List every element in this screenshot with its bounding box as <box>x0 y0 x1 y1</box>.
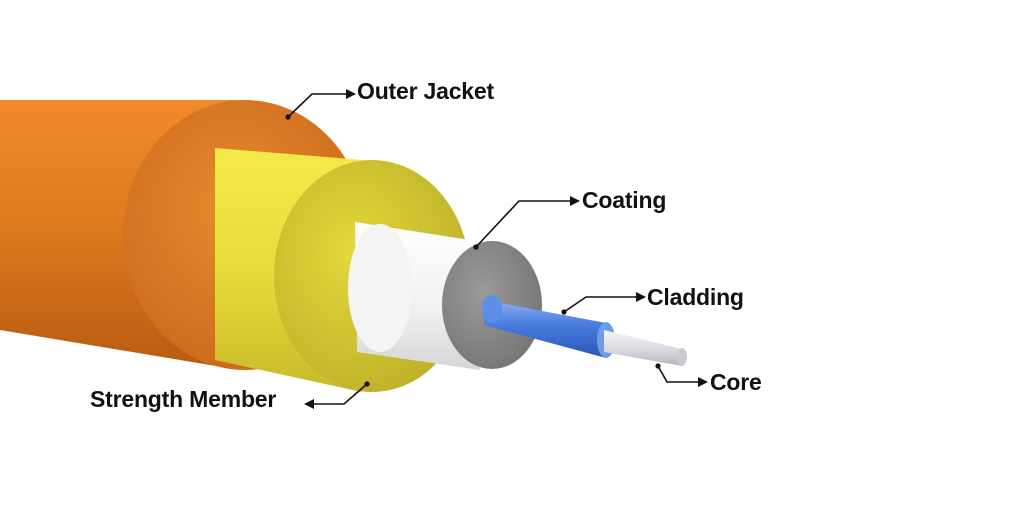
outer-jacket-anchor <box>285 114 291 120</box>
core-body <box>604 330 682 366</box>
strength-member-anchor <box>364 381 370 387</box>
cladding-leader <box>563 296 638 313</box>
coating-label: Coating <box>582 187 667 213</box>
cladding-anchor <box>561 309 567 315</box>
core-anchor <box>655 363 661 369</box>
coating-leader <box>475 200 572 248</box>
outer-jacket-arrow-icon <box>346 89 356 99</box>
strength-member-leader <box>312 383 368 405</box>
cladding-body <box>484 300 606 358</box>
core-end <box>677 348 687 366</box>
strength-member-arrow-icon <box>304 399 314 409</box>
cladding-label: Cladding <box>647 284 744 310</box>
core-arrow-icon <box>698 377 708 387</box>
coating-back <box>348 224 412 352</box>
coating-arrow-icon <box>570 196 580 206</box>
coating-anchor <box>473 244 479 250</box>
core-leader <box>657 365 700 383</box>
outer-jacket-leader <box>287 93 348 118</box>
outer-jacket-label: Outer Jacket <box>357 78 494 104</box>
cladding-start <box>482 295 502 323</box>
cladding-arrow-icon <box>636 292 646 302</box>
core-label: Core <box>710 369 762 395</box>
strength-member-label: Strength Member <box>90 386 277 412</box>
